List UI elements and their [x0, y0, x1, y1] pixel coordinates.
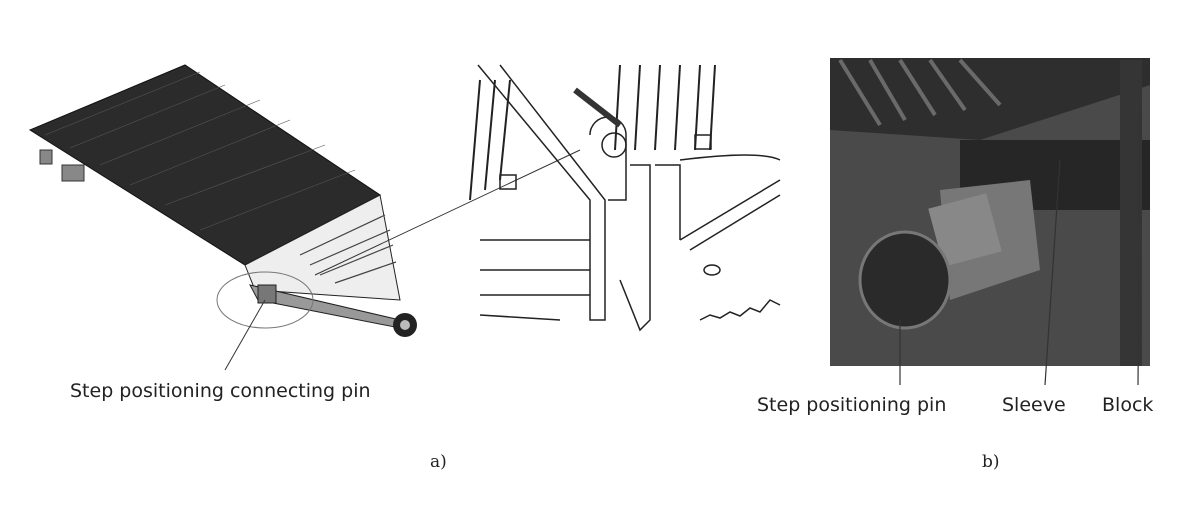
escalator-step-illustration [28, 64, 581, 371]
label-block: Block [1102, 394, 1154, 416]
photo [830, 58, 1150, 386]
caption-b: b) [982, 452, 1000, 472]
pin-detail-illustration [469, 64, 781, 332]
caption-a: a) [430, 452, 447, 472]
label-sleeve: Sleeve [1002, 394, 1066, 416]
label-step-positioning-pin: Step positioning pin [757, 394, 947, 416]
label-step-positioning-connecting-pin: Step positioning connecting pin [70, 380, 371, 402]
